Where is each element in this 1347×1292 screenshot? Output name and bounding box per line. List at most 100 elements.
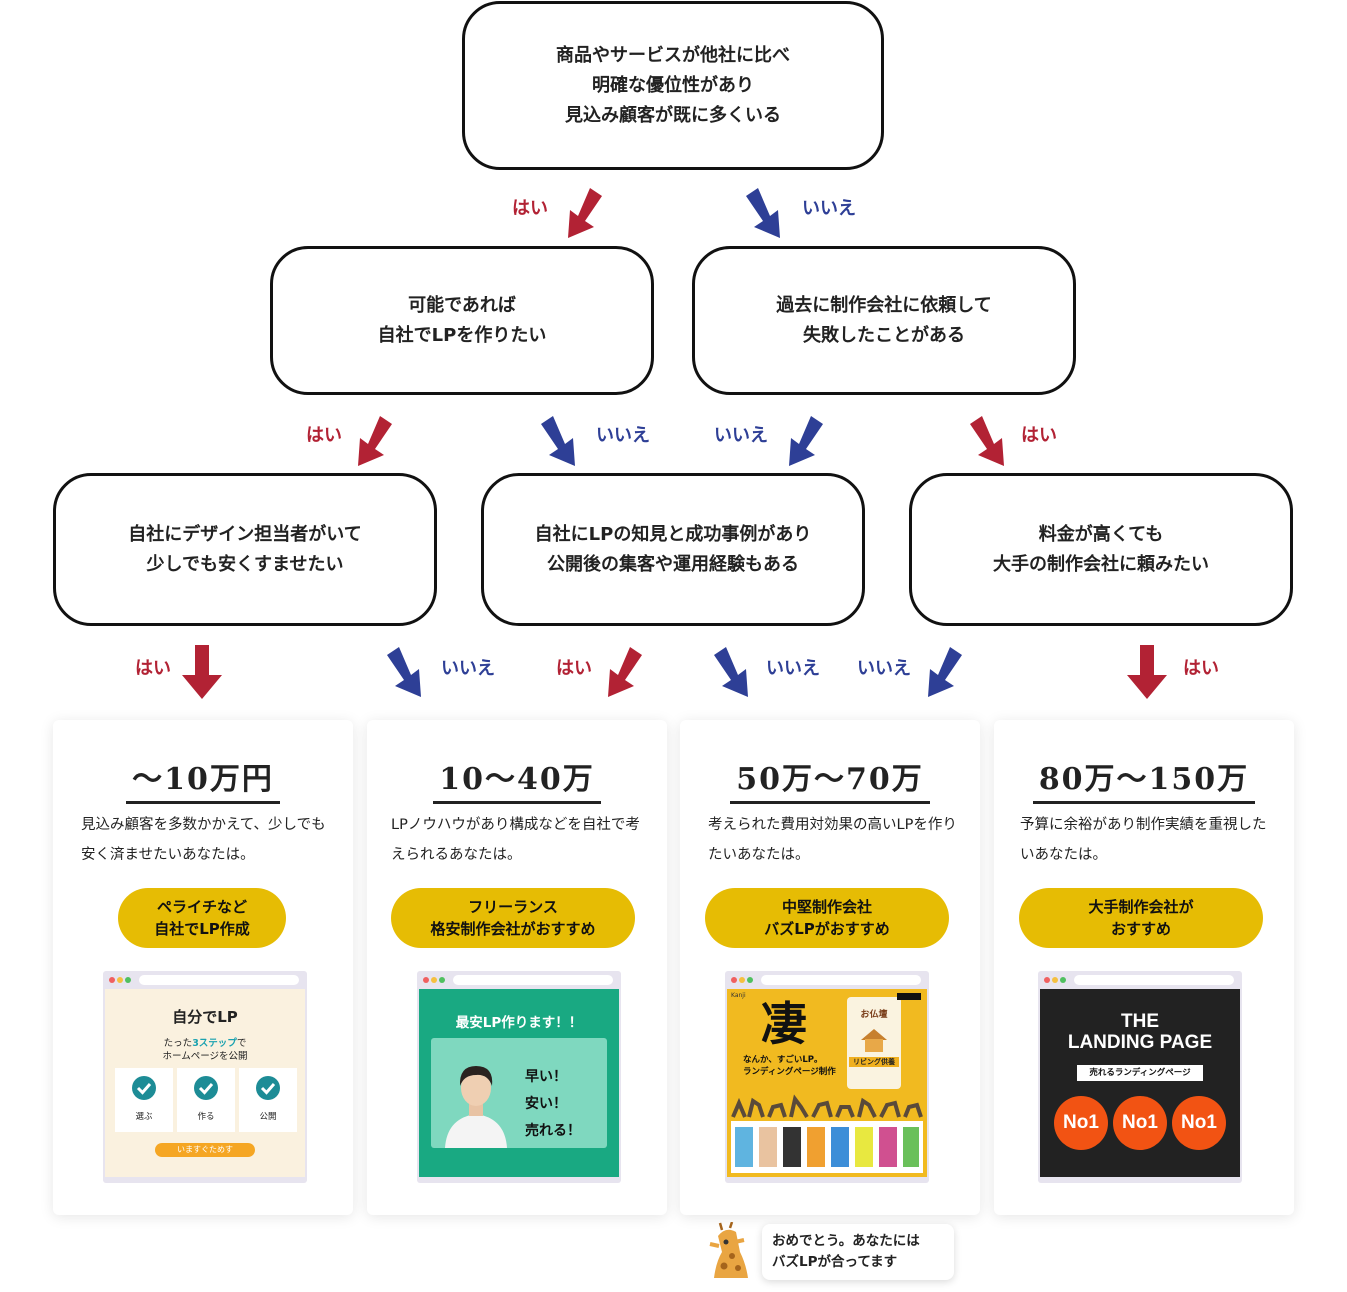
result-price: ～10万円	[53, 754, 353, 804]
thumb	[879, 1127, 897, 1167]
arrow-down-left-icon	[928, 647, 962, 697]
arrow-down-right-icon	[746, 188, 780, 238]
result-card-80-150man: 80万～150万 予算に余裕があり制作実績を重視したいあなたは。 大手制作会社が…	[994, 720, 1294, 1215]
question-knowhow: 自社にLPの知見と成功事例があり 公開後の集客や運用経験もある	[481, 473, 865, 626]
thumb	[735, 1127, 753, 1167]
preview-window: Kanji 凄 なんか、すごいLP。 ランディングページ制作 お仏壇 リビング供…	[725, 971, 929, 1183]
preview-screen: Kanji 凄 なんか、すごいLP。 ランディングページ制作 お仏壇 リビング供…	[727, 989, 927, 1177]
thumb	[903, 1127, 919, 1167]
preview-screen: THE LANDING PAGE 売れるランディングページ No1 No1 No…	[1040, 989, 1240, 1177]
result-price: 80万～150万	[994, 754, 1294, 804]
label-no: いいえ	[596, 425, 650, 446]
arrow-down-right-icon	[541, 416, 575, 466]
preview-window: THE LANDING PAGE 売れるランディングページ No1 No1 No…	[1038, 971, 1242, 1183]
check-circle-icon	[256, 1076, 280, 1100]
label-no: いいえ	[857, 658, 911, 679]
preview-step-select: 選ぶ	[115, 1068, 173, 1132]
recommend-badge: フリーランス 格安制作会社がおすすめ	[391, 888, 635, 948]
window-url-bar	[761, 975, 921, 985]
label-yes: はい	[1021, 425, 1057, 446]
question-big-agency-text: 料金が高くても 大手の制作会社に頼みたい	[993, 523, 1209, 575]
window-dot-icon	[117, 977, 123, 983]
window-titlebar	[725, 971, 929, 989]
no1-badge: No1	[1054, 1096, 1108, 1150]
preview-subtitle: たった3ステップで ホームページを公開	[162, 1038, 248, 1062]
preview-cta-button: いますぐためす	[155, 1143, 255, 1157]
window-dot-icon	[439, 977, 445, 983]
label-no: いいえ	[766, 658, 820, 679]
preview-pill-text: お仏壇	[860, 1010, 888, 1020]
question-knowhow-text: 自社にLPの知見と成功事例があり 公開後の集客や運用経験もある	[534, 523, 812, 575]
preview-step-publish: 公開	[239, 1068, 297, 1132]
recommend-badge: 大手制作会社が おすすめ	[1019, 888, 1263, 948]
label-yes: はい	[512, 198, 548, 219]
arrow-down-right-icon	[387, 647, 421, 697]
window-dot-icon	[739, 977, 745, 983]
arrow-down-left-icon	[568, 188, 602, 238]
window-dot-icon	[109, 977, 115, 983]
result-description: 考えられた費用対効果の高いLPを作りたいあなたは。	[708, 817, 957, 863]
label-yes: はい	[556, 658, 592, 679]
window-dot-icon	[731, 977, 737, 983]
window-url-bar	[453, 975, 613, 985]
recommend-badge: 中堅制作会社 バズLPがおすすめ	[705, 888, 949, 948]
question-failed-before: 過去に制作会社に依頼して 失敗したことがある	[692, 246, 1076, 395]
arrow-down-right-icon	[714, 647, 748, 697]
window-dot-icon	[125, 977, 131, 983]
step-label: 選ぶ	[135, 1112, 153, 1122]
question-top: 商品やサービスが他社に比べ 明確な優位性があり 見込み顧客が既に多くいる	[462, 1, 884, 170]
window-titlebar	[1038, 971, 1242, 989]
arrow-down-icon	[182, 645, 222, 699]
window-dot-icon	[431, 977, 437, 983]
person-photo-icon	[445, 1066, 507, 1148]
thumb	[855, 1127, 873, 1167]
preview-hero: 早い！ 安い！ 売れる！	[431, 1038, 607, 1148]
no1-badge: No1	[1113, 1096, 1167, 1150]
preview-title: 自分でLP	[172, 1008, 238, 1026]
preview-black-badge	[897, 993, 921, 1000]
preview-tag: 売れるランディングページ	[1077, 1065, 1203, 1081]
preview-logo: Kanji	[731, 992, 746, 999]
step-label: 公開	[259, 1112, 277, 1122]
question-designer: 自社にデザイン担当者がいて 少しでも安くすませたい	[53, 473, 437, 626]
question-designer-text: 自社にデザイン担当者がいて 少しでも安くすませたい	[128, 523, 362, 575]
question-top-text: 商品やサービスが他社に比べ 明確な優位性があり 見込み顧客が既に多くいる	[556, 44, 790, 126]
result-price: 10～40万	[367, 754, 667, 804]
thumb	[783, 1127, 801, 1167]
arrow-down-icon	[1127, 645, 1167, 699]
preview-window: 自分でLP たった3ステップで ホームページを公開 選ぶ 作る 公開 いますぐた…	[103, 971, 307, 1183]
label-yes: はい	[135, 658, 171, 679]
result-card-under-10man: ～10万円 見込み顧客を多数かかえて、少しでも安く済ませたいあなたは。 ペライチ…	[53, 720, 353, 1215]
preview-product-card: お仏壇 リビング供養	[847, 997, 901, 1089]
question-inhouse: 可能であれば 自社でLPを作りたい	[270, 246, 654, 395]
arrow-down-right-icon	[970, 416, 1004, 466]
question-failed-before-text: 過去に制作会社に依頼して 失敗したことがある	[776, 294, 992, 346]
preview-kanji: 凄	[761, 997, 807, 1051]
question-big-agency: 料金が高くても 大手の制作会社に頼みたい	[909, 473, 1293, 626]
arrow-down-left-icon	[789, 416, 823, 466]
label-yes: はい	[306, 425, 342, 446]
label-no: いいえ	[441, 658, 495, 679]
window-url-bar	[1074, 975, 1234, 985]
recommend-badge: ペライチなど 自社でLP作成	[118, 888, 286, 948]
preview-caption-2: ランディングページ制作	[743, 1067, 836, 1077]
preview-thumbnails	[731, 1121, 923, 1173]
preview-screen: 最安LP作ります！！ 早い！ 安い！ 売れる！	[419, 989, 619, 1177]
result-description: 見込み顧客を多数かかえて、少しでも安く済ませたいあなたは。	[81, 817, 326, 863]
window-dot-icon	[1044, 977, 1050, 983]
arrow-down-left-icon	[608, 647, 642, 697]
preview-headline: THE LANDING PAGE	[1067, 1011, 1213, 1053]
result-card-50-70man: 50万～70万 考えられた費用対効果の高いLPを作りたいあなたは。 中堅制作会社…	[680, 720, 980, 1215]
arrow-down-left-icon	[358, 416, 392, 466]
preview-feature-lines: 早い！ 安い！ 売れる！	[525, 1069, 581, 1139]
window-titlebar	[417, 971, 621, 989]
window-dot-icon	[1060, 977, 1066, 983]
mascot-speech-balloon: おめでとう。あなたには バズLPが合ってます	[762, 1224, 954, 1280]
animals-silhouette-icon	[731, 1094, 923, 1119]
window-dot-icon	[747, 977, 753, 983]
mascot-message: おめでとう。あなたには バズLPが合ってます	[772, 1233, 920, 1270]
house-icon	[861, 1029, 887, 1052]
window-dot-icon	[1052, 977, 1058, 983]
preview-step-make: 作る	[177, 1068, 235, 1132]
preview-ribbon: リビング供養	[849, 1057, 899, 1067]
